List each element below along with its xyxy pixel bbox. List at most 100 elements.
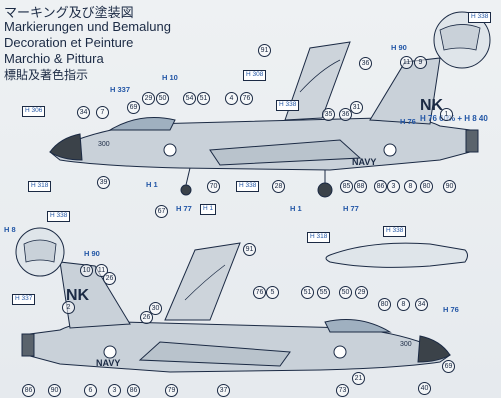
callout-h338-top: H 338	[468, 12, 492, 23]
upper-nozzle	[465, 129, 479, 153]
lower-aircraft-profile	[21, 242, 451, 373]
callout-79: 79	[165, 384, 178, 397]
callout-80-upper: 80	[420, 180, 433, 193]
callout-86-lower-left: 86	[22, 384, 35, 397]
callout-40: 40	[418, 382, 431, 395]
callout-6: 6	[84, 384, 97, 397]
lower-canopy	[324, 319, 392, 333]
callout-69-lower: 69	[442, 360, 455, 373]
callout-76-lower: 76	[253, 286, 266, 299]
lower-star-insignia	[333, 345, 347, 359]
callout-73: 73	[336, 384, 349, 397]
callout-4: 4	[225, 92, 238, 105]
callout-50-lower: 50	[339, 286, 352, 299]
callout-51-upper: 51	[197, 92, 210, 105]
callout-90-upper: 90	[443, 180, 456, 193]
callout-37: 37	[217, 384, 230, 397]
callout-11-upper: 11	[400, 56, 413, 69]
lower-fuselage	[29, 321, 451, 373]
lower-radome	[417, 335, 451, 363]
callout-h318-upper: H 318	[28, 181, 52, 192]
callout-55: 55	[317, 286, 330, 299]
callout-h77-left: H 77	[176, 204, 192, 213]
upper-fuselage	[49, 117, 471, 171]
callout-h306: H 306	[22, 106, 46, 117]
upper-stab-stripe	[299, 59, 341, 93]
callout-10: 10	[80, 264, 93, 277]
callout-h338-lower-left: H 338	[47, 211, 71, 222]
lower-nozzle	[21, 333, 35, 357]
lower-modex: 300	[400, 341, 412, 348]
callout-21: 21	[352, 372, 365, 385]
callout-h90-lower: H 90	[84, 249, 100, 258]
callout-29-lower: 29	[355, 286, 368, 299]
callout-34-lower: 34	[415, 298, 428, 311]
callout-3-lower: 3	[108, 384, 121, 397]
upper-navy-lettering: NAVY	[352, 157, 376, 167]
upper-star-insignia	[163, 143, 177, 157]
callout-31: 31	[350, 101, 363, 114]
callout-70: 70	[207, 180, 220, 193]
callout-51-lower: 51	[301, 286, 314, 299]
callout-h1-box: H 1	[200, 204, 217, 215]
callout-2: 2	[62, 301, 75, 314]
callout-39: 39	[97, 176, 110, 189]
lower-nk-tail-code: NK	[66, 287, 90, 304]
callout-h338-tank: H 338	[383, 226, 407, 237]
lower-stab-stripe	[184, 264, 226, 301]
lower-navy-lettering: NAVY	[96, 358, 120, 368]
upper-canopy	[108, 117, 176, 131]
lower-wing	[138, 341, 291, 367]
callout-h8: H 8	[4, 225, 16, 234]
heading-french: Decoration et Peinture	[4, 35, 134, 50]
callout-76-upper: 76	[240, 92, 253, 105]
upper-radome	[49, 133, 83, 161]
heading-chinese: 標貼及著色指示	[4, 68, 89, 82]
upper-aircraft-profile	[49, 41, 479, 198]
callout-h90-upper: H 90	[391, 43, 407, 52]
callout-26-lower: 26	[140, 311, 153, 324]
heading-german: Markierungen und Bemalung	[4, 19, 171, 34]
drop-tank	[325, 242, 468, 268]
callout-h337-lower: H 337	[12, 294, 36, 305]
upper-nk-tail-code: NK	[420, 97, 444, 114]
callout-50-upper: 50	[156, 92, 169, 105]
callout-86-upper: 86	[374, 180, 387, 193]
callout-3-upper: 3	[387, 180, 400, 193]
callout-80-lower: 80	[378, 298, 391, 311]
callout-h1-right: H 1	[290, 204, 302, 213]
callout-5: 5	[266, 286, 279, 299]
upper-wing	[209, 139, 362, 166]
callout-7: 7	[96, 106, 109, 119]
lower-rear-insignia	[103, 345, 117, 359]
upper-detail-magnifier	[433, 11, 491, 69]
callout-88: 88	[354, 180, 367, 193]
upper-vertical-stab-detail	[284, 41, 351, 121]
callout-h308: H 308	[243, 70, 267, 81]
callout-36-upper: 36	[359, 57, 372, 70]
callout-86-lower: 86	[127, 384, 140, 397]
callout-69-upper: 69	[127, 101, 140, 114]
heading-japanese: マーキング及び塗装図	[4, 5, 134, 20]
callout-28: 28	[272, 180, 285, 193]
callout-h338-mid: H 338	[276, 100, 300, 111]
callout-35: 35	[322, 108, 335, 121]
callout-h338-low: H 338	[236, 181, 260, 192]
callout-85: 85	[340, 180, 353, 193]
upper-nose-gear	[185, 167, 191, 186]
callout-30: 30	[149, 302, 162, 315]
paint-mix-note: H 76 60% + H 8 40	[420, 114, 488, 123]
callout-67: 67	[155, 205, 168, 218]
callout-h318-lower: H 318	[307, 232, 331, 243]
callout-91-upper: 91	[258, 44, 271, 57]
callout-36-mid: 36	[339, 108, 352, 121]
lower-detail-magnifier	[15, 227, 65, 277]
upper-rear-insignia	[383, 143, 397, 157]
callout-8-upper: 8	[404, 180, 417, 193]
callout-9-upper: 9	[414, 56, 427, 69]
callout-26-upper-lower: 26	[103, 272, 116, 285]
upper-nose-wheel	[180, 184, 192, 196]
callout-91-lower: 91	[243, 243, 256, 256]
